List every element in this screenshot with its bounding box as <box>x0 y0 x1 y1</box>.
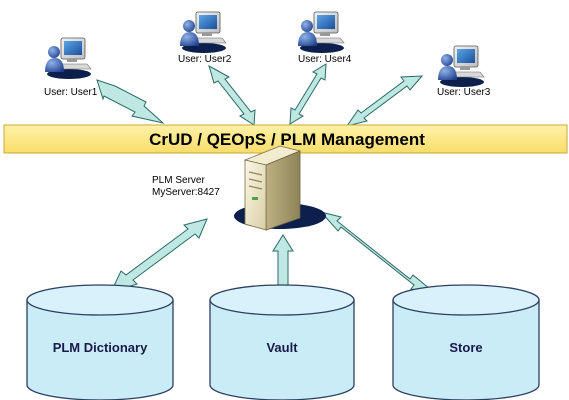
user-label: User: User1 <box>44 87 98 98</box>
server-address: MyServer:8427 <box>152 187 220 198</box>
database-cylinder-icon <box>392 284 540 400</box>
arrow-user2-banner <box>208 64 256 126</box>
plm-server-node[interactable]: PLM Server MyServer:8427 <box>152 145 326 231</box>
arrow-user3-banner <box>345 75 424 127</box>
database-label: Vault <box>266 340 298 355</box>
user-workstation-icon <box>297 11 345 54</box>
user-node-user3[interactable]: User: User3 <box>437 45 491 98</box>
user-node-user1[interactable]: User: User1 <box>44 37 98 98</box>
server-name: PLM Server <box>152 175 205 186</box>
banner-title: CrUD / QEOpS / PLM Management <box>149 130 425 149</box>
user-workstation-icon <box>179 11 227 54</box>
database-store[interactable]: Store <box>392 284 540 400</box>
arrow-user4-banner <box>289 63 327 125</box>
user-label: User: User3 <box>437 87 491 98</box>
database-plm-dictionary[interactable]: PLM Dictionary <box>26 284 174 400</box>
database-label: Store <box>449 340 482 355</box>
arrow-server-store <box>319 211 437 295</box>
arrow-server-dictionary <box>110 218 208 293</box>
user-workstation-icon <box>437 45 485 88</box>
user-workstation-icon <box>44 37 92 80</box>
server-tower-icon <box>234 145 326 231</box>
database-label: PLM Dictionary <box>53 340 148 355</box>
user-label: User: User4 <box>298 54 352 65</box>
user-node-user2[interactable]: User: User2 <box>178 11 232 65</box>
database-cylinder-icon <box>209 284 355 400</box>
database-vault[interactable]: Vault <box>209 284 355 400</box>
user-node-user4[interactable]: User: User4 <box>297 11 352 65</box>
user-label: User: User2 <box>178 54 232 65</box>
arrow-user1-banner <box>96 79 165 124</box>
